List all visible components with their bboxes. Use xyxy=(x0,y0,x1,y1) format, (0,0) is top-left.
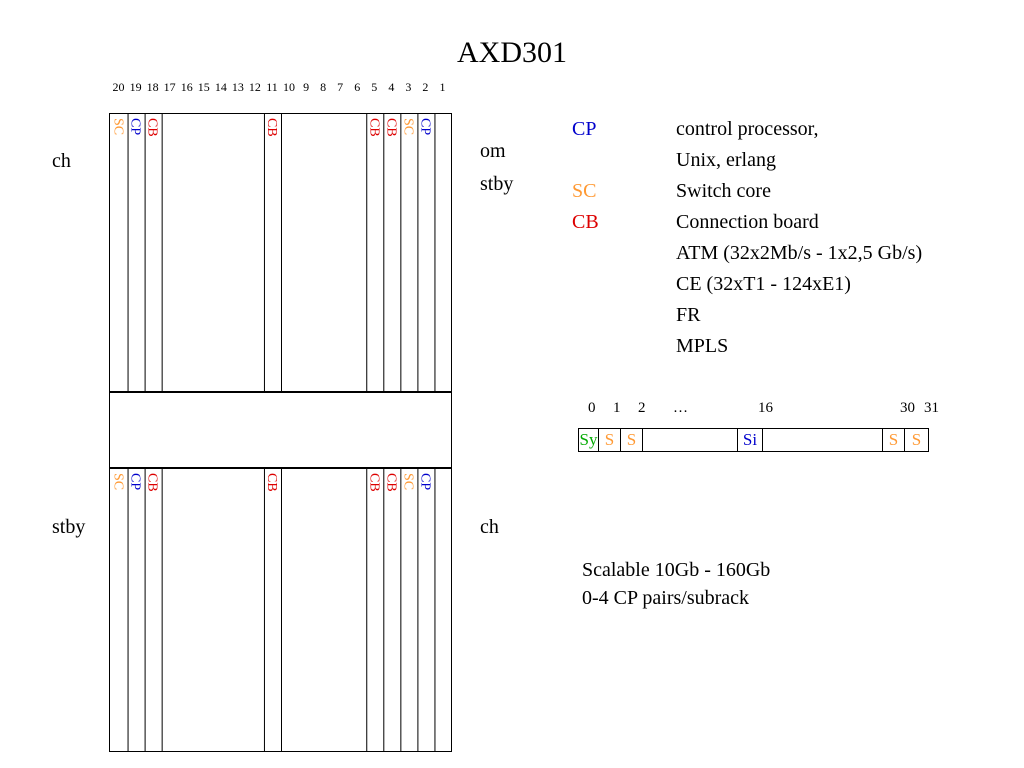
footer-notes: Scalable 10Gb - 160Gb 0-4 CP pairs/subra… xyxy=(582,556,770,612)
slot-number-5: 5 xyxy=(371,80,378,94)
timeslot-cell-s: S xyxy=(599,428,621,452)
upper-right-label-stby: stby xyxy=(480,173,514,195)
timeslot-cell-s: S xyxy=(883,428,905,452)
board-label-cb-slot-18: CB xyxy=(145,118,160,137)
slot-number-20: 20 xyxy=(112,80,125,94)
slot-number-8: 8 xyxy=(320,80,327,94)
slot-number-18: 18 xyxy=(146,80,159,94)
slot-number-7: 7 xyxy=(337,80,344,94)
upper-left-label: ch xyxy=(52,150,71,172)
board-label-cb-slot-18: CB xyxy=(145,473,160,492)
board-label-cb-slot-4: CB xyxy=(383,473,398,492)
timeslot-cell-si: Si xyxy=(738,428,763,452)
board-label-cp-slot-2: CP xyxy=(417,118,432,135)
timeslot-number: … xyxy=(673,400,688,416)
slot-number-17: 17 xyxy=(163,80,176,94)
legend-description: Switch core xyxy=(676,180,771,202)
board-label-sc-slot-20: SC xyxy=(111,473,126,490)
lower-left-label: stby xyxy=(52,516,86,538)
legend-description: FR xyxy=(676,304,701,326)
slot-number-3: 3 xyxy=(405,80,412,94)
board-label-cp-slot-2: CP xyxy=(417,473,432,490)
slot-number-13: 13 xyxy=(231,80,244,94)
board-label-sc-slot-3: SC xyxy=(400,118,415,135)
slot-number-10: 10 xyxy=(283,80,296,94)
slot-number-6: 6 xyxy=(354,80,361,94)
board-label-cb-slot-4: CB xyxy=(383,118,398,137)
timeslot-number: 31 xyxy=(924,400,939,416)
board-label-cp-slot-19: CP xyxy=(128,118,143,135)
slot-number-19: 19 xyxy=(129,80,142,94)
slot-number-2: 2 xyxy=(422,80,429,94)
timeslot-number: 30 xyxy=(900,400,915,416)
board-label-sc-slot-20: SC xyxy=(111,118,126,135)
board-label-sc-slot-3: SC xyxy=(400,473,415,490)
timeslot-number: 0 xyxy=(588,400,596,416)
slot-number-16: 16 xyxy=(180,80,193,94)
fan-unit xyxy=(109,392,452,468)
legend-abbr-sc: SC xyxy=(572,180,597,202)
board-label-cb-slot-5: CB xyxy=(366,118,381,137)
legend-description: MPLS xyxy=(676,335,729,357)
timeslot-number: 16 xyxy=(758,400,773,416)
legend-description: Connection board xyxy=(676,211,819,233)
legend-description: CE (32xT1 - 124xE1) xyxy=(676,273,851,295)
timeslot-cell-s: S xyxy=(621,428,643,452)
timeslot-cell-sy: Sy xyxy=(578,428,599,452)
slot-number-15: 15 xyxy=(197,80,210,94)
slot-number-4: 4 xyxy=(388,80,395,94)
slot-number-9: 9 xyxy=(303,80,310,94)
footer-line-cp-pairs: 0-4 CP pairs/subrack xyxy=(582,587,750,609)
legend-abbr-cb: CB xyxy=(572,211,599,233)
lower-right-label-ch: ch xyxy=(480,516,499,538)
board-label-cb-slot-11: CB xyxy=(264,473,279,492)
slot-number-14: 14 xyxy=(214,80,227,94)
footer-line-capacity: Scalable 10Gb - 160Gb xyxy=(582,559,771,581)
legend-description: Unix, erlang xyxy=(676,149,776,171)
slot-number-1: 1 xyxy=(439,80,446,94)
timeslot-cell-s: S xyxy=(905,428,929,452)
timeslot-cell-empty xyxy=(763,428,883,452)
timeslot-number: 1 xyxy=(613,400,621,416)
slot-number-12: 12 xyxy=(248,80,261,94)
timeslot-cell-empty xyxy=(643,428,738,452)
board-label-cb-slot-5: CB xyxy=(366,473,381,492)
timeslot-number-row: 0 1 2 … 16 30 31 xyxy=(578,400,948,420)
legend-description: control processor, xyxy=(676,118,819,140)
slot-number-11: 11 xyxy=(266,80,278,94)
legend-abbr-cp: CP xyxy=(572,118,597,140)
board-label-cp-slot-19: CP xyxy=(128,473,143,490)
timeslot-number: 2 xyxy=(638,400,646,416)
upper-right-label-om: om xyxy=(480,140,506,162)
slide-title: AXD301 xyxy=(457,36,567,69)
board-label-cb-slot-11: CB xyxy=(264,118,279,137)
legend-description: ATM (32x2Mb/s - 1x2,5 Gb/s) xyxy=(676,242,923,264)
